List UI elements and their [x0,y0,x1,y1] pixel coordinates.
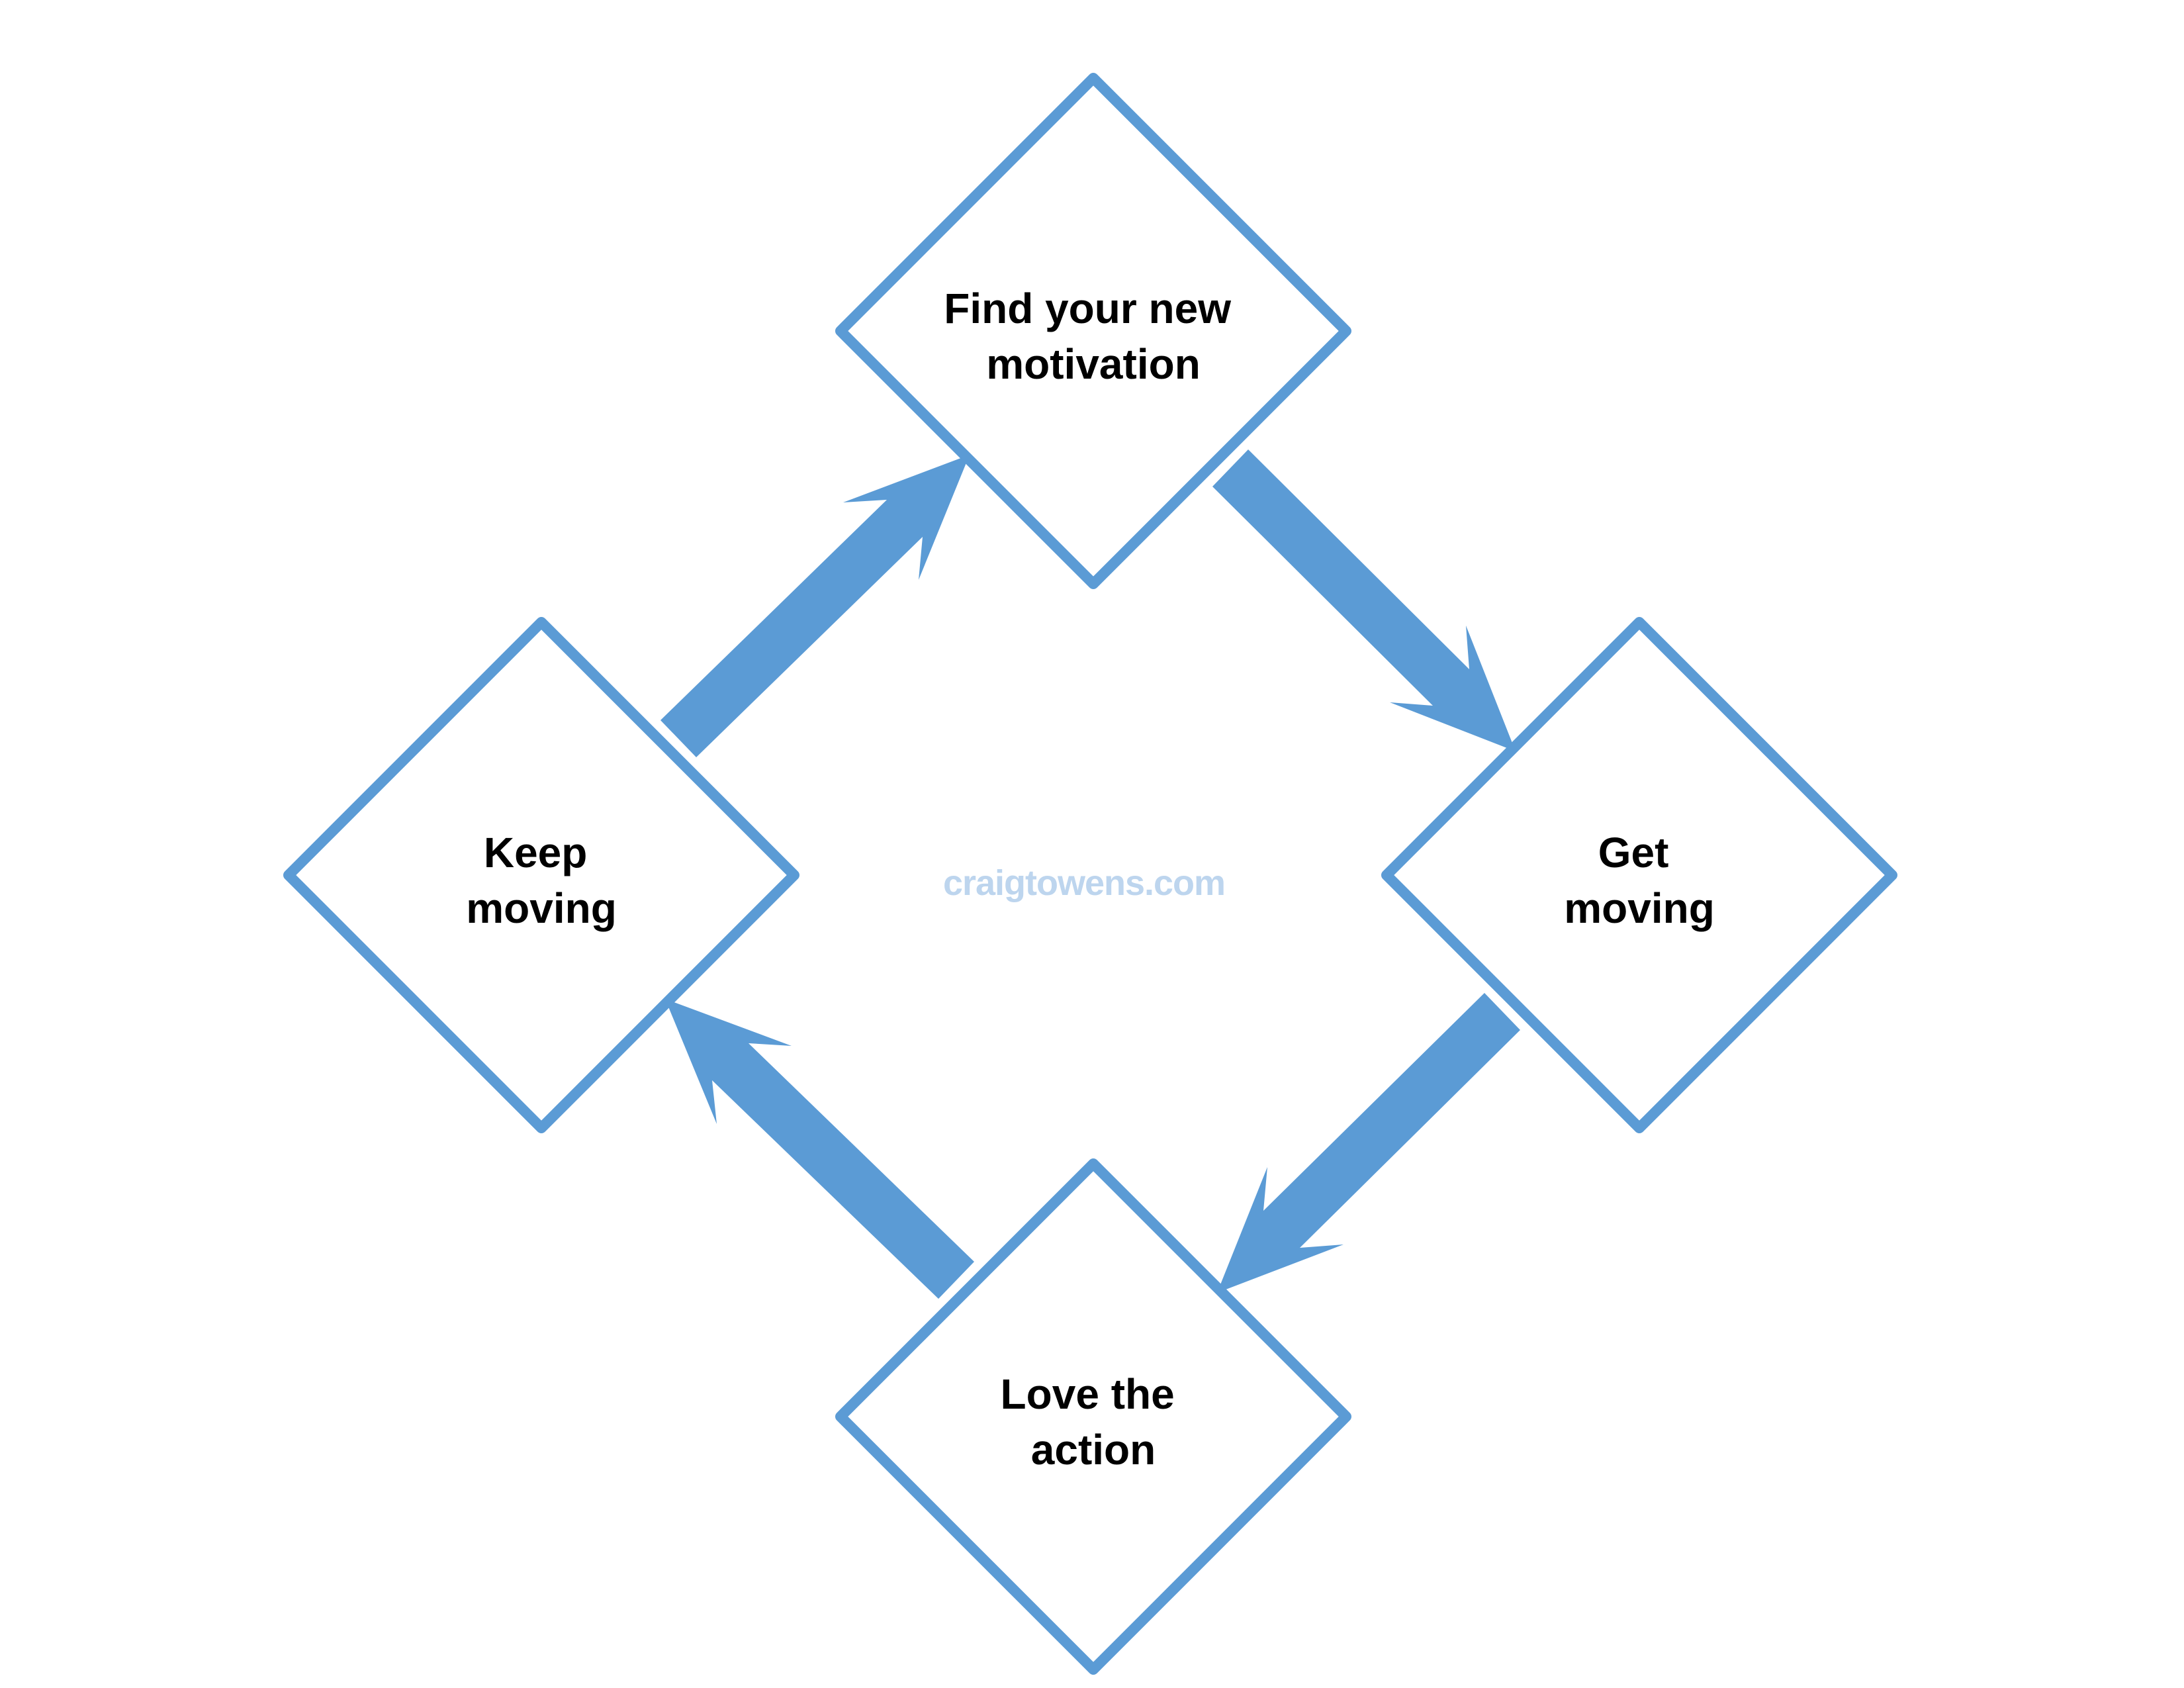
node-label-line: Get [1598,829,1669,876]
watermark: craigtowens.com [943,863,1225,903]
arrow-love-to-keep [665,999,974,1299]
node-label: Find your new motivation [944,285,1243,388]
arrow-keep-to-find [660,455,970,757]
node-find-your-new-motivation: Find your new motivation [835,73,1351,589]
diamond-shape [835,73,1351,589]
node-label-line: moving [1564,884,1715,932]
arrow-find-to-get [1212,449,1516,751]
diamond-shape [835,1158,1351,1675]
node-label: Keep moving [466,829,617,932]
node-label: Get moving [1564,829,1715,932]
node-label-line: Find your new [944,285,1231,332]
node-label-line: moving [466,884,617,932]
node-love-the-action: Love the action [835,1158,1351,1675]
node-label: Love the action [1001,1370,1187,1474]
node-keep-moving: Keep moving [283,617,799,1133]
arrow-get-to-love [1217,993,1520,1293]
node-label-line: Love the [1001,1370,1175,1418]
diamond-shape [283,617,799,1133]
node-label-line: Keep [484,829,588,876]
diamond-shape [1381,617,1897,1133]
node-label-line: action [1031,1426,1156,1474]
node-get-moving: Get moving [1381,617,1897,1133]
node-label-line: motivation [986,340,1201,388]
